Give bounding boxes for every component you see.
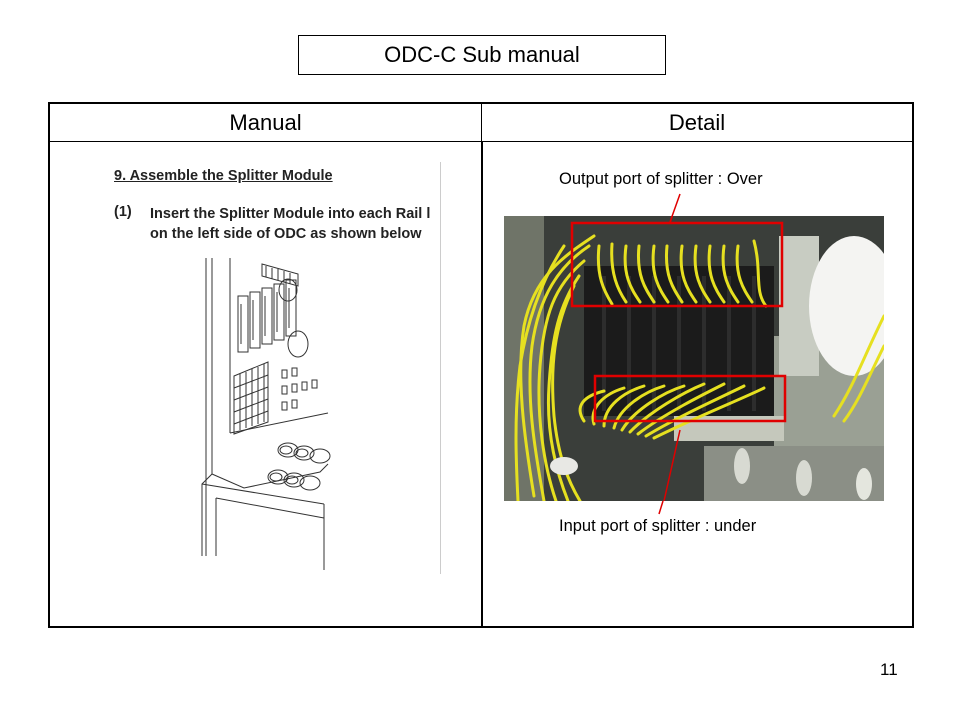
header-manual: Manual — [50, 104, 482, 142]
input-port-label: Input port of splitter : under — [559, 517, 757, 535]
column-divider — [481, 142, 483, 626]
manual-detail-table: Manual Detail 9. Assemble the Splitter M… — [48, 102, 914, 628]
manual-cell: 9. Assemble the Splitter Module (1) Inse… — [50, 142, 482, 626]
manual-step-text: Insert the Splitter Module into each Rai… — [150, 204, 430, 244]
excerpt-edge — [440, 162, 441, 574]
input-pointer-line — [663, 429, 681, 501]
manual-step-number: (1) — [114, 204, 132, 220]
detail-cell: Output port of splitter : Over — [483, 142, 912, 626]
manual-excerpt-image: 9. Assemble the Splitter Module (1) Inse… — [110, 162, 442, 574]
page-title: ODC-C Sub manual — [298, 35, 666, 75]
header-detail: Detail — [482, 104, 912, 142]
manual-step-line2: on the left side of ODC as shown below — [150, 226, 422, 242]
odc-cabinet-drawing — [201, 258, 331, 570]
output-port-label: Output port of splitter : Over — [559, 170, 763, 188]
page-number: 11 — [880, 660, 898, 679]
manual-step-line1: Insert the Splitter Module into each Rai… — [150, 206, 431, 222]
input-port-highlight — [593, 374, 787, 423]
output-port-highlight — [570, 221, 784, 308]
splitter-photo — [504, 216, 884, 501]
manual-heading: 9. Assemble the Splitter Module — [114, 168, 333, 184]
